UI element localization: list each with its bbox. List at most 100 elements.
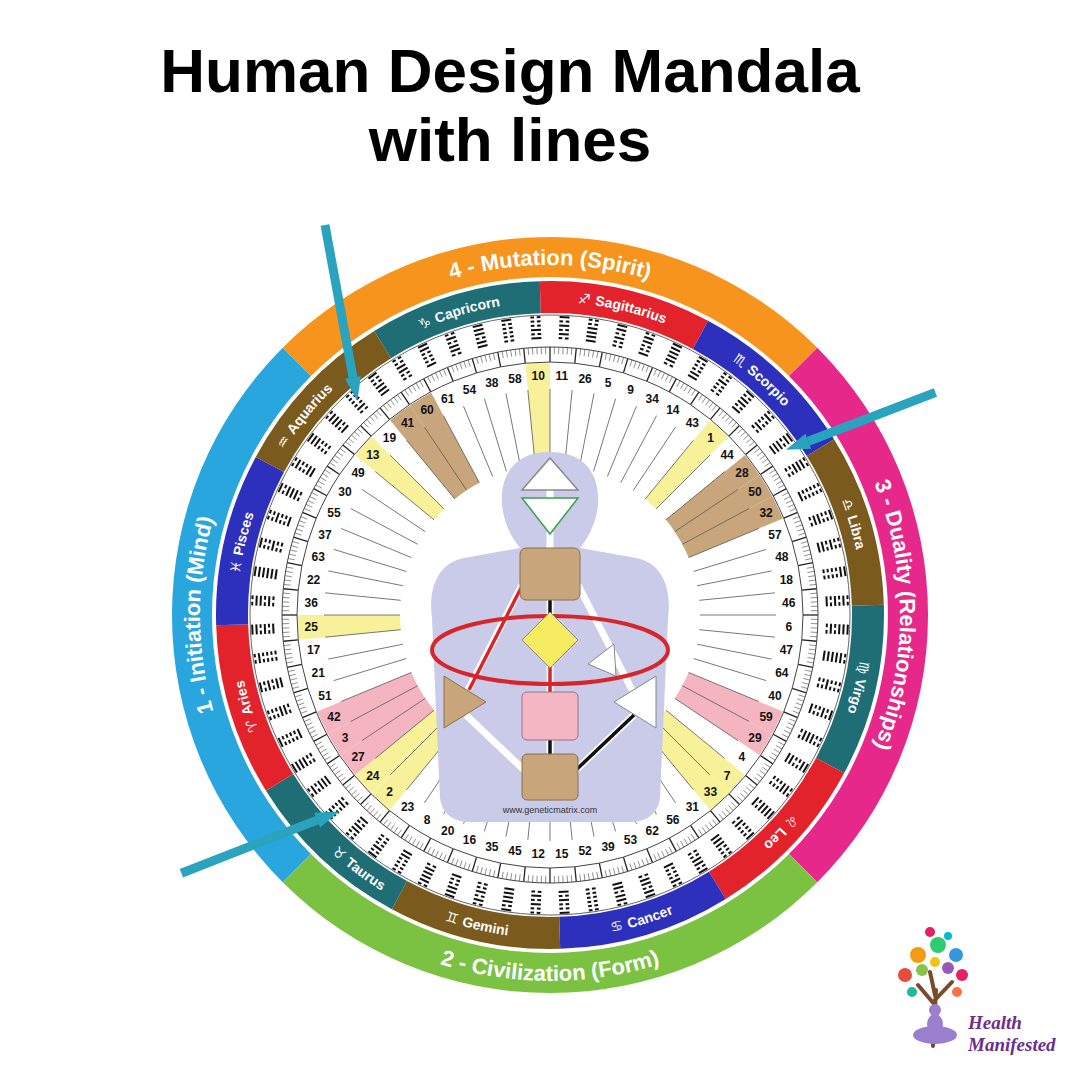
tick-mark [541, 347, 542, 354]
tick-mark [387, 822, 391, 828]
hexagram-line [255, 624, 257, 634]
tick-mark [294, 688, 308, 692]
hexagram-line [478, 881, 482, 884]
tick-mark [802, 640, 817, 641]
tick-mark [299, 707, 306, 709]
hexagram-line [282, 514, 283, 517]
hexagram-line [254, 566, 255, 576]
tick-mark [562, 876, 563, 883]
hexagram-line [829, 687, 832, 691]
tick-mark [760, 455, 766, 459]
tick-mark [740, 432, 745, 437]
quarter-band-name: 2 - Civilization (Form) [438, 945, 661, 986]
hexagram-line [834, 545, 837, 549]
hexagram-line [640, 878, 649, 881]
hexagram-line [313, 759, 315, 762]
hexagram-line [448, 343, 451, 344]
gate-divider [334, 659, 407, 681]
hexagram-line [481, 895, 485, 898]
zodiac-band-name: Pisces [230, 509, 257, 557]
tick-mark [807, 662, 814, 663]
channels [466, 488, 634, 770]
hexagram-line [668, 874, 671, 876]
tick-mark [506, 351, 507, 358]
hexagram-line [640, 349, 643, 350]
hexagram-line [589, 318, 593, 321]
hexagram-line [719, 390, 722, 392]
hexagram-line [268, 711, 269, 714]
gate-highlight [298, 615, 401, 640]
tick-mark [593, 873, 594, 880]
tick-mark [784, 496, 790, 499]
tick-mark [681, 383, 685, 389]
tick-mark [428, 847, 431, 853]
gate-number: 49 [351, 467, 364, 479]
solar-plexus-center [614, 676, 656, 728]
zodiac-band: ♐Sagittarius [170, 235, 930, 995]
hexagram-line [376, 383, 384, 389]
tick-mark [424, 838, 431, 851]
hexagram-line [292, 463, 294, 466]
zodiac-band: ♎Libra [170, 235, 930, 995]
tick-mark [630, 863, 632, 870]
tick-mark [618, 356, 620, 363]
hexagram-line [357, 403, 364, 410]
hexagram-line [425, 361, 428, 363]
zodiac-band-text-layer: ♐Sagittarius [170, 235, 930, 995]
gate-divider [375, 472, 434, 520]
hexagram-line [393, 360, 396, 362]
tick-mark [332, 767, 338, 771]
hexagram-line [565, 337, 569, 339]
tick-mark [289, 554, 296, 556]
hexagram-line [270, 651, 273, 655]
hexagram-line [538, 333, 542, 335]
hexagram-line [788, 474, 790, 477]
zodiac-band-text-layer: ♍Virgo [170, 235, 930, 995]
hexagram-line [700, 367, 703, 369]
hexagram-line [595, 319, 599, 322]
hexagram-line [823, 651, 824, 661]
gate-number: 44 [720, 449, 733, 461]
zodiac-band-shape [170, 235, 930, 995]
tick-mark [468, 360, 470, 367]
zodiac-band-text-layer: ♈Aries [170, 235, 930, 995]
tick-mark [804, 554, 811, 556]
tick-mark [286, 567, 293, 568]
hexagram-line [702, 364, 705, 366]
hexagram-ring [250, 315, 850, 915]
zodiac-band-label-path: ♓Pisces [227, 509, 257, 574]
hexagram-line [696, 854, 699, 856]
tick-mark [792, 688, 806, 692]
hexagram-line [402, 864, 405, 866]
zodiac-band-shape [170, 235, 930, 995]
zodiac-band-label-path: ♏Scorpio [731, 350, 794, 409]
tick-mark [320, 749, 326, 753]
hexagram-line [836, 574, 839, 578]
gate-number: 62 [646, 825, 659, 837]
tick-mark [798, 695, 805, 697]
hexagram-line [816, 684, 819, 688]
hexagram-line [826, 547, 829, 551]
hexagram-line [482, 336, 486, 339]
hexagram-line [831, 568, 834, 572]
zodiac-band-label: ♌Leo [761, 812, 802, 854]
gate-divider [699, 593, 775, 600]
tick-mark [428, 377, 431, 383]
tick-mark [765, 462, 771, 466]
tick-mark [283, 593, 290, 595]
hexagram-line [302, 462, 304, 465]
hexagram-line [721, 376, 724, 378]
hexagram-line [368, 373, 376, 379]
hexagram-line [566, 907, 570, 909]
tick-mark [665, 849, 668, 855]
hexagram-line [735, 820, 742, 827]
hexagram-line [565, 895, 569, 897]
hexagram-line [260, 683, 262, 693]
hexagram-line [806, 488, 808, 491]
tick-mark [810, 597, 817, 598]
tick-mark [802, 589, 817, 590]
gate-number: 63 [312, 551, 325, 563]
tick-mark [367, 805, 372, 810]
zodiac-band-name: Cancer [625, 901, 675, 931]
hexagram-line [822, 569, 825, 573]
